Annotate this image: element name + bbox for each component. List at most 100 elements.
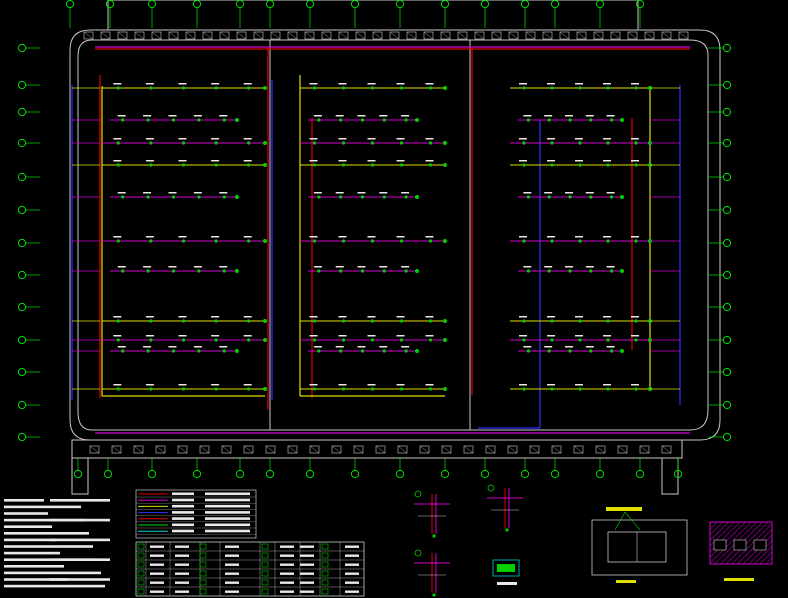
- pipe-fitting: [181, 338, 186, 342]
- pipe-tag: [178, 384, 187, 386]
- pipe-tag: [606, 115, 615, 117]
- pipe-tag: [313, 266, 322, 268]
- plan-detail-1: [591, 507, 688, 583]
- wall-box-top-cross: [406, 31, 417, 40]
- wall-box-bottom-cross: [375, 445, 386, 454]
- axis-bubble-bottom: [635, 469, 645, 479]
- pipe-tag: [631, 335, 639, 337]
- note-text-line: [4, 525, 52, 528]
- pipe-fitting: [550, 338, 554, 342]
- axis-bubble-right: [722, 400, 732, 410]
- wall-box-top-cross: [236, 31, 247, 40]
- pipe-tag: [631, 236, 639, 238]
- pipe-tag: [113, 316, 122, 318]
- pipe-fitting: [399, 163, 404, 167]
- schedule-text: [225, 554, 239, 557]
- schedule-text: [150, 545, 164, 548]
- wall-box-bottom-cross: [353, 445, 364, 454]
- pipe-tag: [143, 192, 152, 194]
- wall-box-bottom: [331, 445, 342, 454]
- pipe-fitting: [550, 163, 554, 167]
- legend-desc: [205, 523, 250, 527]
- pipe-tag: [145, 236, 154, 238]
- wall-box-top-cross: [202, 31, 213, 40]
- pipe-fitting: [214, 163, 218, 167]
- plan-detail-label-bar: [606, 507, 642, 511]
- pipe-tag: [357, 192, 366, 194]
- wall-box-top: [457, 31, 468, 40]
- branch-end-node: [263, 239, 267, 243]
- wall-box-top: [321, 31, 332, 40]
- pipe-fitting: [181, 319, 186, 323]
- pipe-fitting: [341, 163, 346, 167]
- schedule-text: [175, 590, 189, 593]
- pipe-fitting: [181, 239, 186, 243]
- detail-node: [432, 534, 436, 538]
- detail-node: [505, 528, 509, 532]
- wall-box-bottom: [573, 445, 584, 454]
- pipe-tag: [519, 83, 527, 85]
- pipe-tag: [565, 192, 573, 194]
- wall-box-bottom: [155, 445, 166, 454]
- pipe-tag: [357, 266, 366, 268]
- axis-bubble-bottom: [265, 469, 275, 479]
- note-text-line: [4, 505, 81, 509]
- pipe-fitting: [634, 163, 638, 167]
- axis-bubble-top: [235, 0, 245, 9]
- pipe-fitting: [399, 338, 404, 342]
- wall-box-bottom: [243, 445, 254, 454]
- schedule-symbol: [261, 552, 269, 559]
- pipe-fitting: [404, 195, 408, 199]
- pipe-fitting: [149, 141, 153, 145]
- pipe-fitting: [247, 86, 251, 90]
- pipe-fitting: [312, 86, 317, 90]
- pipe-fitting: [312, 239, 317, 243]
- wall-box-bottom-cross: [155, 445, 166, 454]
- pipe-fitting: [382, 349, 386, 353]
- pipe-tag: [547, 160, 555, 162]
- pipe-fitting: [399, 86, 404, 90]
- equipment-schedule-table: [135, 541, 365, 597]
- wall-box-top: [253, 31, 264, 40]
- branch-end-node: [415, 195, 419, 199]
- pipe-tag: [396, 83, 405, 85]
- schedule-symbol: [261, 579, 269, 586]
- note-text-line: [4, 518, 85, 522]
- wall-box-top-cross: [219, 31, 230, 40]
- axis-bubble-left: [17, 270, 27, 280]
- pipe-tag: [367, 384, 376, 386]
- schedule-symbol: [199, 552, 207, 559]
- wall-box-top-cross: [593, 31, 604, 40]
- pipe-fitting: [568, 195, 572, 199]
- pipe-fitting: [634, 141, 638, 145]
- pipe-tag: [585, 115, 594, 117]
- schedule-text: [280, 572, 294, 575]
- pipe-tag: [367, 236, 376, 238]
- pipe-tag: [544, 192, 553, 194]
- pipe-tag: [145, 138, 154, 140]
- wall-box-bottom: [507, 445, 518, 454]
- wall-box-bottom-cross: [507, 445, 518, 454]
- pipe-tag: [425, 83, 434, 85]
- axis-bubble-right: [722, 80, 732, 90]
- axis-bubble-bottom: [192, 469, 202, 479]
- pipe-fitting: [197, 118, 201, 122]
- axis-bubble-top: [105, 0, 115, 9]
- pipe-fitting: [222, 269, 226, 273]
- wall-box-top-cross: [661, 31, 672, 40]
- schedule-symbol: [137, 561, 145, 568]
- wall-box-bottom-cross: [287, 445, 298, 454]
- wall-detail-box-2: [733, 539, 747, 551]
- wall-box-top: [270, 31, 281, 40]
- bottom-wing-left: [71, 457, 89, 495]
- pipe-tag: [313, 346, 322, 348]
- legend-label: [172, 511, 194, 514]
- branch-end-node: [443, 387, 447, 391]
- wall-box-bottom-cross: [551, 445, 562, 454]
- wall-box-top-cross: [542, 31, 553, 40]
- wall-box-bottom-cross: [199, 445, 210, 454]
- pipe-tag: [544, 115, 553, 117]
- wall-box-bottom-cross: [221, 445, 232, 454]
- schedule-text: [150, 563, 164, 566]
- pipe-fitting: [222, 118, 226, 122]
